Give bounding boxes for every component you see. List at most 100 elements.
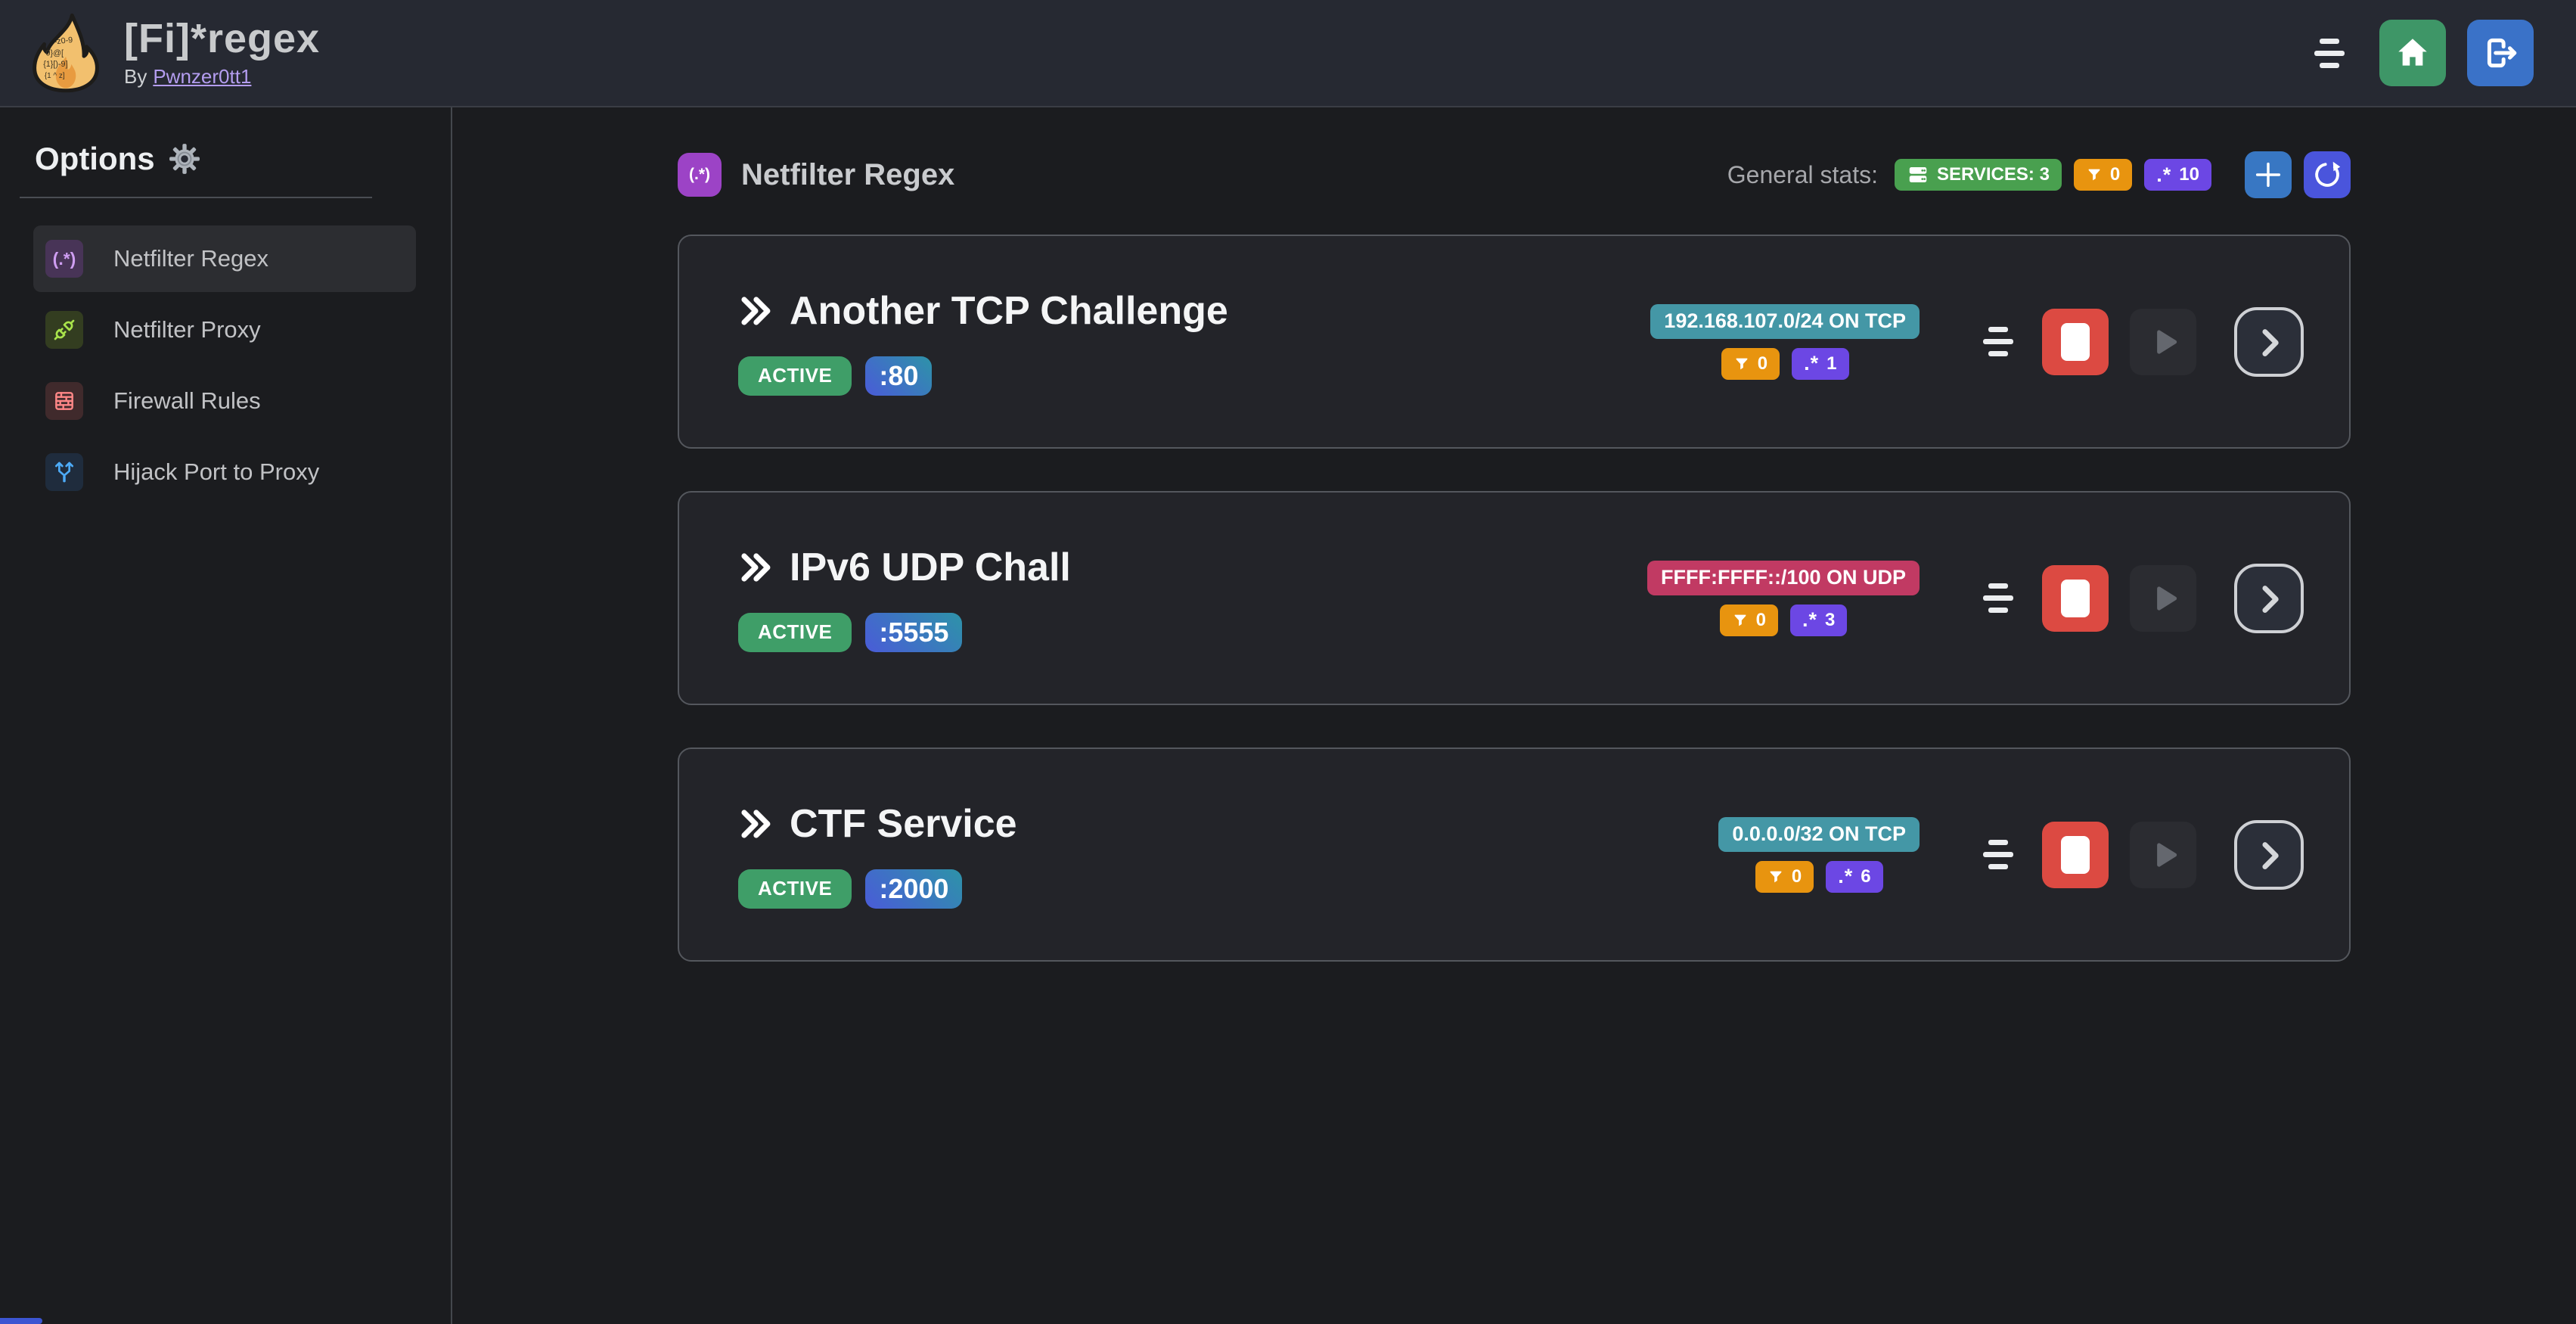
brand: -z0-9 0}@[ {1}[)-9] {1 ^ z] [Fi]*regex B…: [26, 12, 320, 94]
stop-service-button[interactable]: [2042, 564, 2109, 632]
sidebar: Options (.*): [0, 107, 452, 1324]
service-menu-icon[interactable]: [1983, 583, 2013, 613]
add-service-button[interactable]: [2245, 151, 2292, 198]
page-title: Netfilter Regex: [741, 157, 955, 191]
home-button[interactable]: [2379, 20, 2446, 86]
chevrons-right-icon: [741, 296, 771, 325]
plus-icon: [2255, 162, 2281, 188]
regex-glyph-icon: .*: [1838, 865, 1854, 887]
regex-count: 3: [1825, 609, 1836, 630]
general-stats: General stats: SERVICES: 3 0: [1727, 151, 2351, 198]
start-service-button[interactable]: [2130, 564, 2196, 632]
funnel-icon: [2088, 169, 2100, 181]
stop-service-button[interactable]: [2042, 821, 2109, 888]
sidebar-item-label: Firewall Rules: [113, 387, 261, 414]
funnel-icon: [1734, 614, 1746, 626]
service-details-button[interactable]: [2234, 819, 2304, 890]
service-card: IPv6 UDP Chall ACTIVE :5555 FFFF:FFFF::/…: [678, 491, 2351, 705]
logout-icon: [2487, 38, 2517, 68]
sidebar-item-netfilter-proxy[interactable]: Netfilter Proxy: [33, 297, 416, 363]
regex-count-badge: .* 10: [2144, 159, 2211, 191]
play-icon: [2157, 329, 2177, 354]
server-icon: [1909, 167, 1927, 182]
logout-button[interactable]: [2467, 20, 2534, 86]
logo-regex-text: 0}@[: [46, 48, 64, 57]
filtered-packets-badge: 0: [1719, 604, 1778, 636]
regex-glyph-icon: .*: [1804, 352, 1820, 375]
page-header: (.*) Netfilter Regex General stats: SERV…: [678, 151, 2351, 198]
top-navbar: -z0-9 0}@[ {1}[)-9] {1 ^ z] [Fi]*regex B…: [0, 0, 2576, 107]
funnel-icon: [1736, 358, 1748, 369]
chevron-right-icon: [2262, 585, 2279, 613]
author-link[interactable]: Pwnzer0tt1: [153, 65, 252, 89]
service-card: Another TCP Challenge ACTIVE :80 192.168…: [678, 235, 2351, 449]
regex-count: 1: [1826, 353, 1837, 374]
start-service-button[interactable]: [2130, 821, 2196, 888]
address-badge: 0.0.0.0/32 ON TCP: [1718, 816, 1920, 852]
start-service-button[interactable]: [2130, 308, 2196, 375]
sidebar-item-label: Netfilter Proxy: [113, 316, 261, 343]
stop-icon: [2061, 835, 2090, 874]
logo-regex-text: -z0-9: [54, 36, 73, 46]
refresh-button[interactable]: [2304, 151, 2351, 198]
logo-regex-text: {1 ^ z]: [45, 72, 65, 80]
byline-prefix: By: [124, 65, 147, 89]
sidebar-item-firewall-rules[interactable]: Firewall Rules: [33, 368, 416, 434]
address-badge: 192.168.107.0/24 ON TCP: [1650, 303, 1920, 339]
plug-icon: [45, 311, 83, 349]
service-stats: FFFF:FFFF::/100 ON UDP 0: [1647, 560, 1920, 636]
regex-glyph-icon: .*: [2156, 163, 2172, 186]
chevron-right-icon: [2262, 328, 2279, 356]
sidebar-header: Options: [0, 141, 451, 177]
refresh-icon: [2315, 161, 2341, 187]
regex-count-badge: .* 1: [1792, 347, 1849, 380]
filtered-count: 0: [2109, 164, 2121, 185]
sidebar-item-hijack-port-to-proxy[interactable]: Hijack Port to Proxy: [33, 439, 416, 505]
service-name: Another TCP Challenge: [790, 288, 1228, 333]
regex-count-badge: .* 6: [1826, 860, 1883, 893]
chevrons-right-icon: [741, 552, 771, 582]
regex-count: 10: [2179, 164, 2199, 185]
netfilter-regex-icon: (.*): [678, 153, 722, 197]
port-badge: :5555: [865, 612, 963, 652]
main-content: (.*) Netfilter Regex General stats: SERV…: [452, 107, 2576, 1324]
netfilter-regex-icon-text: (.*): [689, 166, 710, 183]
service-stats: 0.0.0.0/32 ON TCP 0 .: [1718, 816, 1920, 893]
filtered-packets-badge: 0: [2073, 159, 2133, 191]
status-badge: ACTIVE: [738, 356, 852, 396]
filtered-count: 0: [1791, 866, 1802, 887]
horizontal-scrollbar-thumb[interactable]: [0, 1318, 42, 1324]
port-badge: :2000: [865, 869, 963, 909]
sidebar-item-netfilter-regex[interactable]: (.*) Netfilter Regex: [33, 225, 416, 292]
regex-icon-text: (.*): [52, 248, 76, 269]
filtered-packets-badge: 0: [1755, 860, 1814, 893]
service-menu-icon[interactable]: [1983, 840, 2013, 869]
play-icon: [2157, 586, 2177, 611]
service-name: IPv6 UDP Chall: [790, 545, 1071, 589]
sidebar-title: Options: [35, 141, 155, 176]
regex-count-badge: .* 3: [1790, 604, 1848, 636]
firegex-flame-logo-icon: -z0-9 0}@[ {1}[)-9] {1 ^ z]: [33, 13, 99, 93]
service-card: CTF Service ACTIVE :2000 0.0.0.0/32 ON T…: [678, 747, 2351, 962]
service-details-button[interactable]: [2234, 563, 2304, 633]
regex-glyph-icon: .*: [1802, 608, 1818, 631]
sidebar-divider: [20, 197, 372, 198]
navbar-actions: [2314, 20, 2534, 86]
menu-icon[interactable]: [2314, 38, 2345, 68]
regex-icon: (.*): [45, 240, 83, 278]
service-name: CTF Service: [790, 801, 1017, 846]
service-details-button[interactable]: [2234, 306, 2304, 377]
app-title: [Fi]*regex: [124, 15, 321, 61]
services-count-label: SERVICES: 3: [1936, 164, 2050, 185]
services-count-badge: SERVICES: 3: [1894, 159, 2062, 191]
filtered-count: 0: [1755, 609, 1766, 630]
status-badge: ACTIVE: [738, 612, 852, 652]
stop-service-button[interactable]: [2042, 308, 2109, 375]
split-arrows-icon: [45, 453, 83, 491]
status-badge: ACTIVE: [738, 869, 852, 909]
play-icon: [2157, 842, 2177, 867]
sidebar-nav: (.*) Netfilter Regex Netfilter Proxy: [33, 225, 416, 505]
address-badge: FFFF:FFFF::/100 ON UDP: [1647, 560, 1920, 595]
service-menu-icon[interactable]: [1983, 327, 2013, 356]
